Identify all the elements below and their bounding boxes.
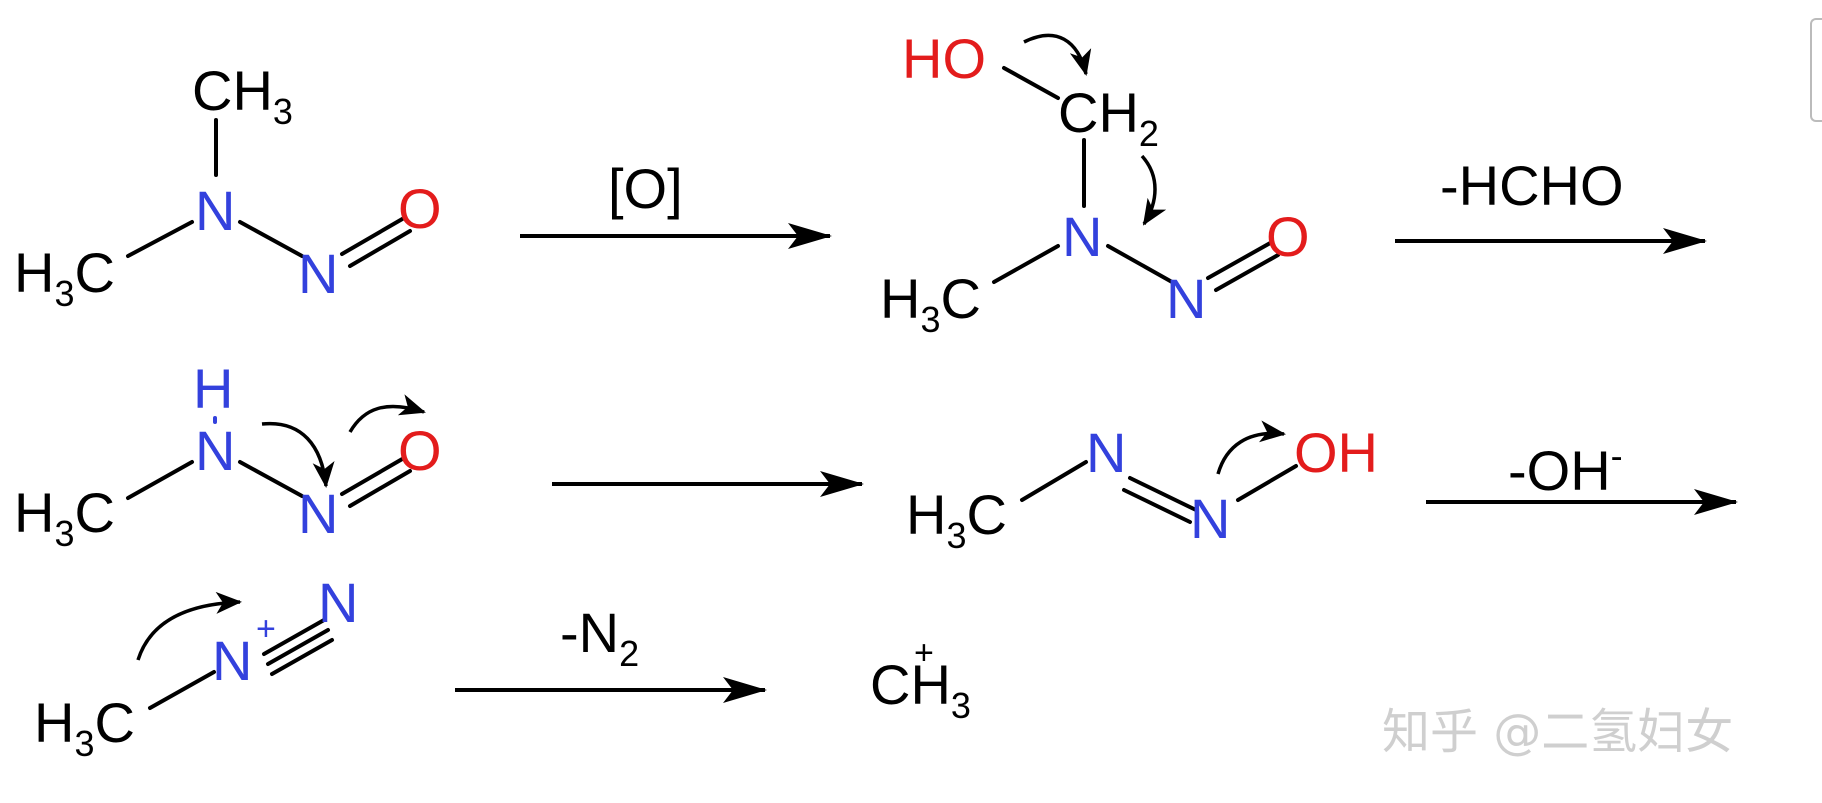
atom-o-nitroso-3: O <box>398 419 442 482</box>
atom-o-nitroso-2: O <box>1266 205 1310 268</box>
atom-oh: OH <box>1294 421 1378 484</box>
atom-h3c-5: H3C <box>34 691 135 764</box>
atom-h3c-left: H3C <box>14 241 115 314</box>
condition-oxidation: [O] <box>608 157 683 220</box>
atom-n-nitroso-3: N <box>298 482 338 545</box>
atom-n-diazo-1: N <box>1086 421 1126 484</box>
atom-h3c-3: H3C <box>14 481 115 554</box>
curly-arrow-no-to-o <box>348 394 426 433</box>
curly-arrow-c-n-bond <box>136 591 242 661</box>
molecule-hydroxymethyl-nitrosamine: HO CH2 N H3C N O <box>880 27 1310 340</box>
condition-minus-hcho: -HCHO <box>1440 154 1624 217</box>
window-edge-tab <box>1810 18 1822 122</box>
charge-plus-n: + <box>256 610 276 648</box>
atom-ho: HO <box>902 27 986 90</box>
atom-o-nitroso: O <box>398 177 442 240</box>
condition-minus-oh: -OH- <box>1508 435 1623 502</box>
atom-h3c-2: H3C <box>880 267 981 340</box>
atom-ch3-top: CH3 <box>192 59 293 132</box>
molecule-methyldiazohydroxide: H3C N N OH <box>906 420 1378 556</box>
atom-n-nh: N <box>195 419 235 482</box>
atom-ch2: CH2 <box>1058 81 1159 154</box>
atom-n-nitroso-2: N <box>1166 267 1206 330</box>
curly-arrow-nh-to-n <box>261 421 335 488</box>
atom-ch3-cation: CH3 <box>870 653 971 726</box>
atom-h3c-4: H3C <box>906 483 1007 556</box>
curly-arrow-o-to-c <box>1023 33 1092 76</box>
atom-n-amine: N <box>195 179 235 242</box>
molecule-methylnitrosamine: H N H3C N O <box>14 357 442 554</box>
atom-n-nitroso: N <box>298 242 338 305</box>
molecule-nitrosodimethylamine: CH3 N H3C N O <box>14 59 442 314</box>
molecule-methyl-cation: CH3 + <box>870 634 971 726</box>
atom-n-plus: N <box>212 629 252 692</box>
atom-h-nh: H <box>193 357 233 420</box>
molecule-methyldiazonium: H3C N + N <box>34 571 358 764</box>
watermark-text: 知乎 @二氢妇女 <box>1382 704 1733 760</box>
condition-minus-n2: -N2 <box>560 601 639 674</box>
charge-plus-c: + <box>914 634 934 672</box>
curly-arrow-c-to-n <box>1140 154 1167 226</box>
atom-n-terminal: N <box>318 571 358 634</box>
atom-n-amine-2: N <box>1062 205 1102 268</box>
curly-arrow-n-to-oh <box>1216 420 1286 475</box>
atom-n-diazo-2: N <box>1190 487 1230 550</box>
